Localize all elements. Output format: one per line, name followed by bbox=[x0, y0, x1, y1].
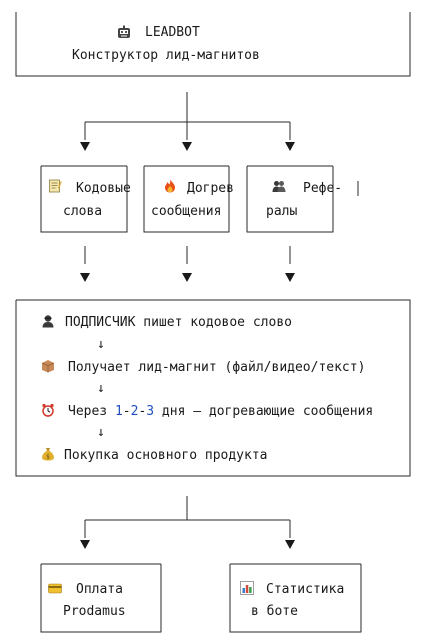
robot-icon bbox=[118, 25, 130, 38]
alarm-clock-icon bbox=[42, 403, 54, 417]
flow-arrow-3: ↓ bbox=[97, 425, 105, 440]
day-dash-2: - bbox=[138, 404, 147, 419]
source-box-frame-1 bbox=[40, 165, 128, 233]
output-box-frame-1 bbox=[40, 563, 162, 633]
arrowhead bbox=[182, 273, 192, 282]
arrowhead bbox=[80, 142, 90, 151]
flow-step-3-prefix: Через bbox=[68, 404, 115, 419]
source-label-2-line2: сообщения bbox=[151, 204, 222, 219]
arrowhead bbox=[285, 142, 295, 151]
svg-text:$: $ bbox=[46, 454, 50, 461]
credit-card-icon bbox=[48, 583, 62, 594]
app-subtitle: Конструктор лид-магнитов bbox=[72, 48, 260, 63]
bar-chart-icon bbox=[240, 581, 254, 595]
app-title: LEADBOT bbox=[145, 25, 200, 40]
money-bag-icon: $ bbox=[42, 448, 54, 461]
fire-icon bbox=[165, 179, 175, 193]
flow-step-2: Получает лид-магнит (файл/видео/текст) bbox=[68, 360, 366, 375]
memo-icon bbox=[49, 179, 62, 193]
flow-box-frame bbox=[15, 299, 411, 477]
package-icon bbox=[41, 360, 55, 373]
arrowhead bbox=[285, 273, 295, 282]
source-label-2-line1: Догрев bbox=[187, 181, 234, 196]
arrowhead bbox=[285, 540, 295, 549]
flow-arrow-2: ↓ bbox=[97, 381, 105, 396]
subscriber-icon bbox=[42, 315, 54, 328]
flow-step-3-suffix: дня — догревающие сообщения bbox=[154, 404, 374, 419]
users-icon bbox=[272, 181, 286, 192]
source-label-1-line1: Кодовые bbox=[76, 181, 131, 196]
day-number-3: 3 bbox=[146, 404, 155, 419]
output-label-2-line2: в боте bbox=[251, 604, 298, 619]
flow-step-1: ПОДПИСЧИК пишет кодовое слово bbox=[65, 315, 292, 330]
flow-arrow-1: ↓ bbox=[97, 337, 105, 352]
arrowhead bbox=[80, 540, 90, 549]
flow-step-4: Покупка основного продукта bbox=[64, 448, 268, 463]
arrowhead bbox=[80, 273, 90, 282]
output-label-2-line1: Статистика bbox=[266, 582, 345, 597]
day-number-2: 2 bbox=[130, 404, 139, 419]
source-box-frame-2 bbox=[143, 165, 230, 233]
flow-step-3: Через 1-2-3 дня — догревающие сообщения bbox=[68, 404, 373, 420]
output-label-1-line2: Prodamus bbox=[63, 604, 126, 619]
source-label-3-line1: Рефе- bbox=[303, 181, 343, 196]
output-box-frame-2 bbox=[229, 563, 362, 633]
day-dash-1: - bbox=[122, 404, 131, 419]
source-box-frame-3 bbox=[246, 165, 334, 233]
arrowhead bbox=[182, 142, 192, 151]
source-label-1-line2: слова bbox=[63, 204, 103, 219]
day-number-1: 1 bbox=[114, 404, 123, 419]
source-label-3-line2: ралы bbox=[266, 204, 298, 219]
header-box-frame bbox=[15, 12, 411, 77]
output-label-1-line1: Оплата bbox=[76, 582, 123, 597]
